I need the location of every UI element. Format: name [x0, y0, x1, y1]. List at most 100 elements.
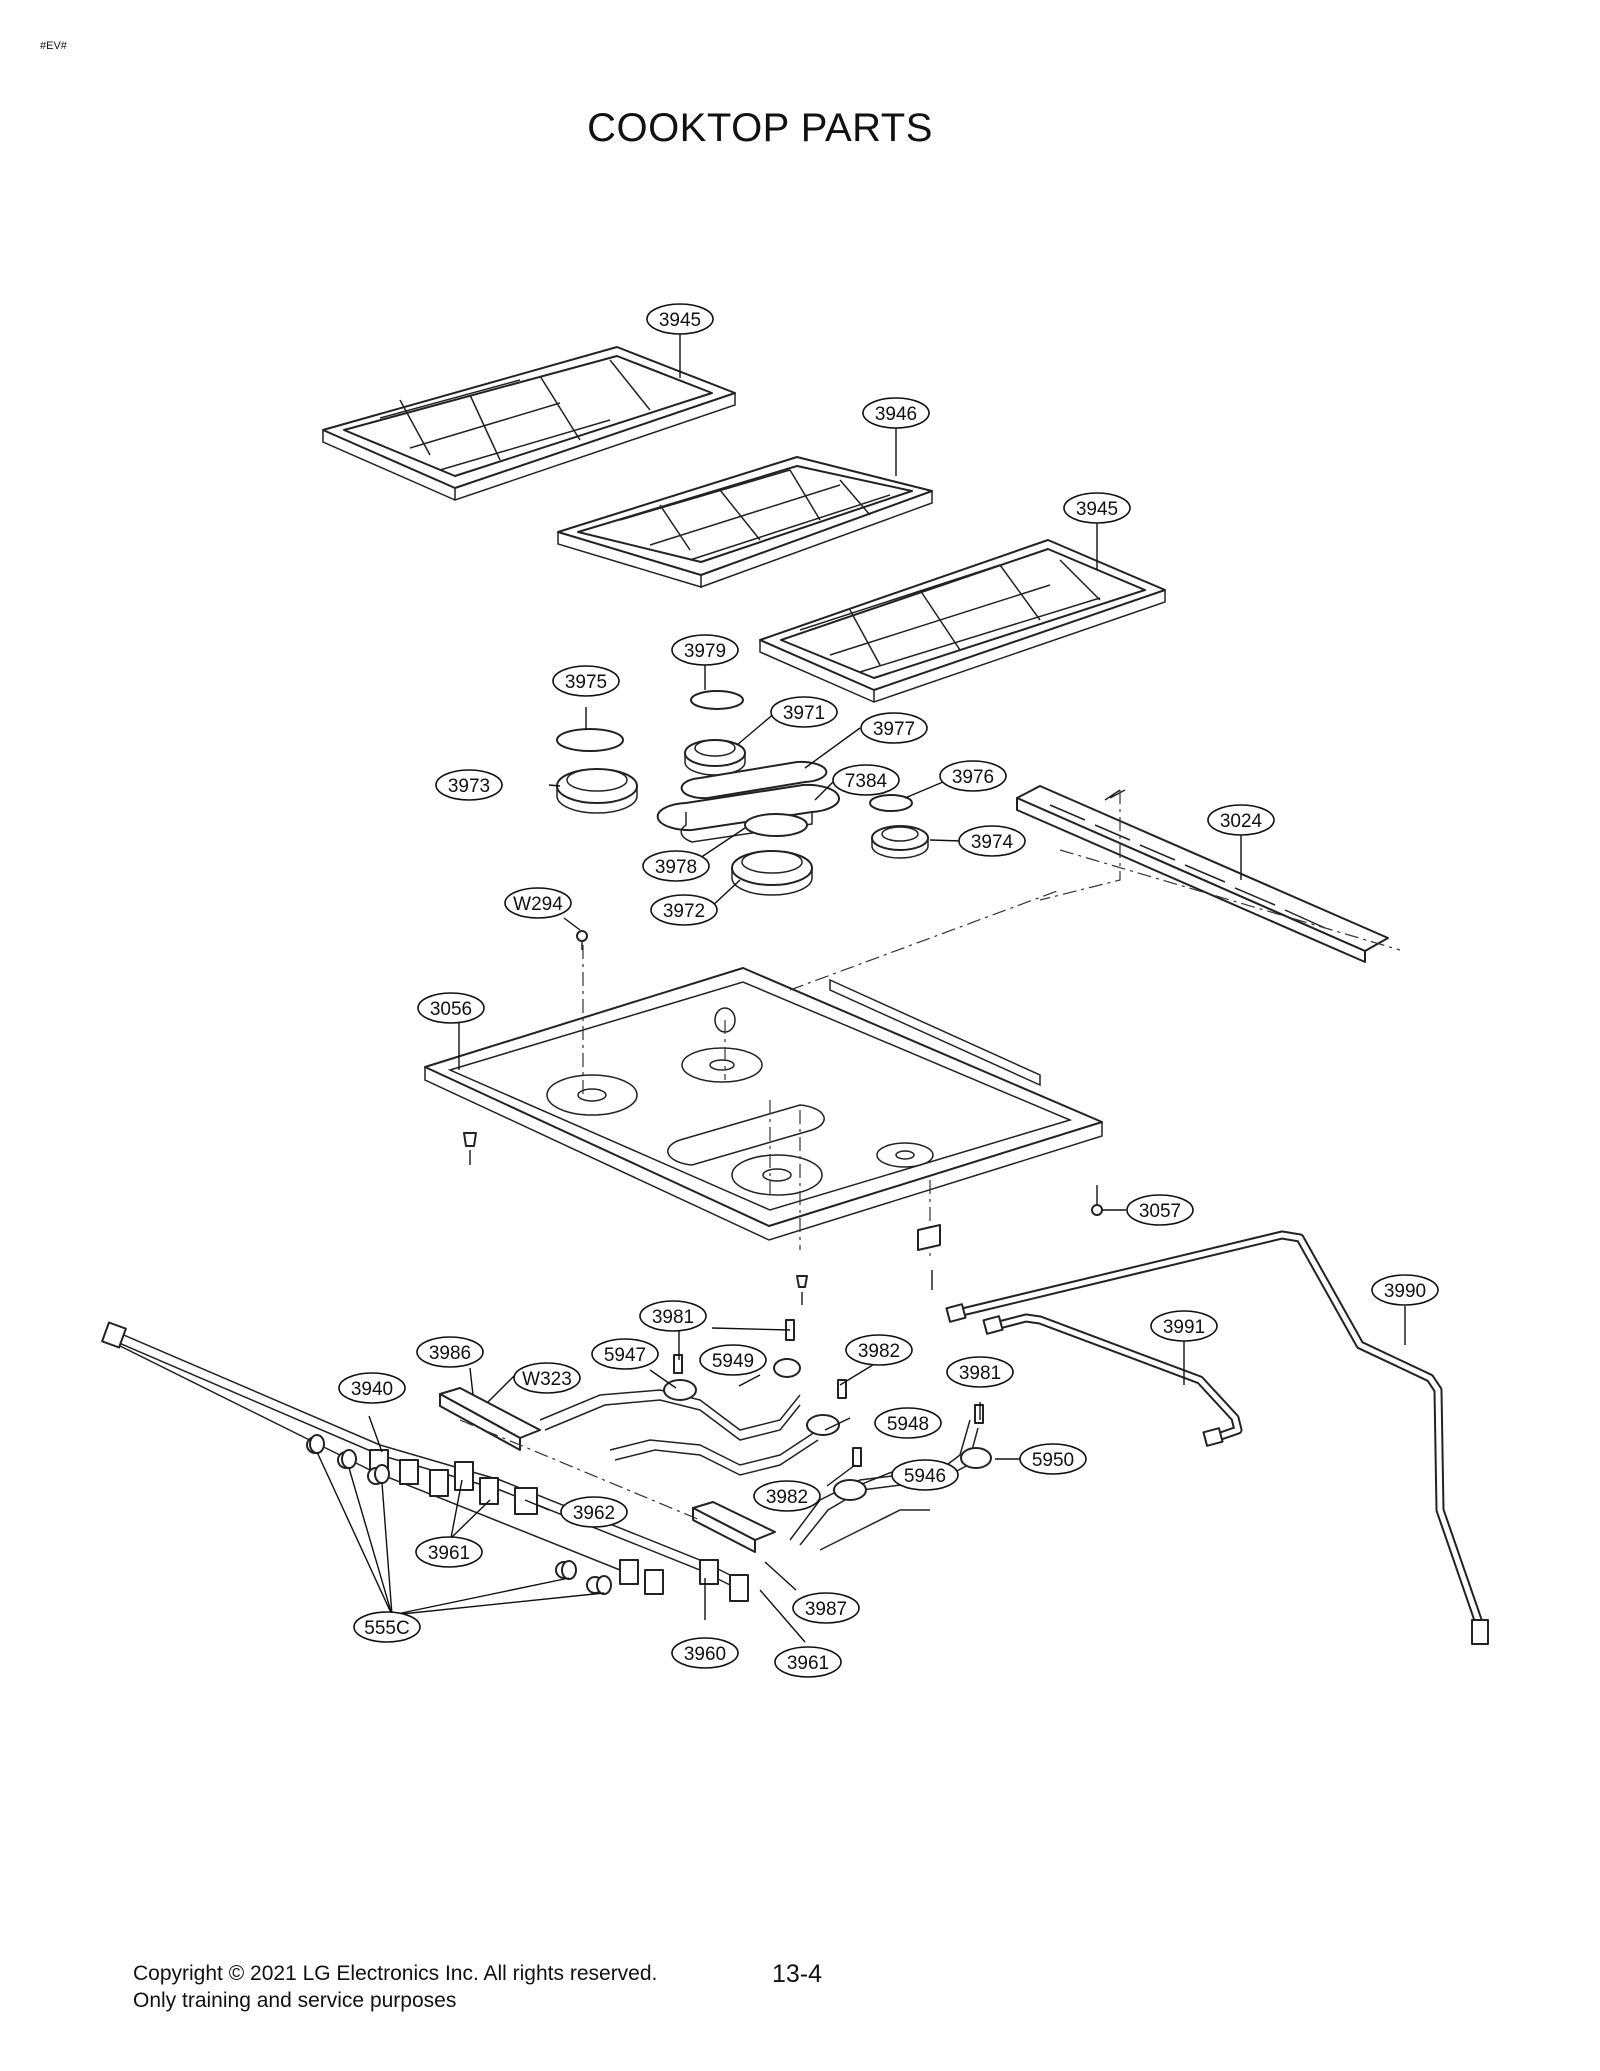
- callout-text: 3945: [1076, 499, 1118, 520]
- callout-text: 555C: [364, 1618, 409, 1639]
- callout-bubble: [845, 1334, 913, 1366]
- oval-cap-3977: [680, 760, 828, 800]
- callout-3991: 3991: [1150, 1310, 1218, 1342]
- callout-text: 3971: [783, 703, 825, 724]
- callout-text: 5946: [904, 1466, 946, 1487]
- callout-text: 3987: [805, 1599, 847, 1620]
- callout-555c: 555C: [353, 1611, 421, 1643]
- valve-alignment-line: [459, 1419, 701, 1521]
- foot-pads: [463, 1132, 941, 1305]
- callout-w323: W323: [513, 1362, 581, 1394]
- callout-bubble: [1019, 1443, 1087, 1475]
- thermocouple-discs-555c: [309, 1434, 612, 1595]
- burner-3972: [731, 850, 813, 896]
- callout-3971: 3971: [770, 696, 838, 728]
- callout-text: 3945: [659, 310, 701, 331]
- burner-cap-3979: [690, 690, 744, 710]
- callout-3024: 3024: [1207, 804, 1275, 836]
- callout-text: W323: [522, 1369, 572, 1390]
- valves-row: [306, 1436, 749, 1602]
- burner-cap-3978: [744, 813, 808, 837]
- callout-bubble: [1371, 1274, 1439, 1306]
- callout-bubble: [639, 1300, 707, 1332]
- callout-text: 3024: [1220, 811, 1263, 832]
- callout-3990: 3990: [1371, 1274, 1439, 1306]
- callout-text: 3981: [652, 1307, 694, 1328]
- screw-3057: [1091, 1185, 1103, 1216]
- bracket-3987: [692, 1501, 776, 1553]
- callout-bubble: [353, 1611, 421, 1643]
- callout-text: 3946: [875, 404, 917, 425]
- callout-bubble: [1150, 1310, 1218, 1342]
- callout-bubble: [415, 1536, 483, 1568]
- callout-bubble: [642, 850, 710, 882]
- callout-bubble: [671, 1637, 739, 1669]
- callout-bubble: [770, 696, 838, 728]
- callout-3978: 3978: [642, 850, 710, 882]
- callout-bubble: [671, 634, 739, 666]
- gas-tube-3991: [982, 1313, 1243, 1447]
- burner-cap-3975: [556, 728, 624, 752]
- callout-3975: 3975: [552, 665, 620, 697]
- callout-bubble: [958, 825, 1026, 857]
- oval-burner-7384: [656, 783, 840, 843]
- grate-right-3945: [759, 539, 1166, 704]
- callout-text: 3977: [873, 719, 915, 740]
- callout-7384: 7384: [832, 764, 900, 796]
- back-trim-3024: [1016, 785, 1389, 963]
- callout-text: 3976: [952, 767, 994, 788]
- callout-bubble: [513, 1362, 581, 1394]
- callout-text: 5950: [1032, 1450, 1074, 1471]
- grate-left-3945: [322, 346, 736, 502]
- grate-middle-3946: [557, 456, 933, 589]
- callout-text: 3986: [429, 1343, 471, 1364]
- callout-3986: 3986: [416, 1336, 484, 1368]
- page-title: COOKTOP PARTS: [587, 106, 933, 150]
- callout-text: 3961: [428, 1543, 470, 1564]
- callout-text: 7384: [845, 771, 888, 792]
- callout-bubble: [435, 769, 503, 801]
- callout-text: 3962: [573, 1503, 615, 1524]
- callout-text: W294: [513, 894, 563, 915]
- callout-bubble: [699, 1344, 767, 1376]
- callout-3962: 3962: [560, 1496, 628, 1528]
- callout-bubble: [862, 397, 930, 429]
- callout-bubble: [1207, 804, 1275, 836]
- gas-tube-3990: [945, 1230, 1489, 1645]
- callout-3960: 3960: [671, 1637, 739, 1669]
- callout-5950: 5950: [1019, 1443, 1087, 1475]
- callout-3981: 3981: [639, 1300, 707, 1332]
- footer-line-copyright: Copyright © 2021 LG Electronics Inc. All…: [133, 1962, 658, 1985]
- callout-bubble: [860, 712, 928, 744]
- callout-3973: 3973: [435, 769, 503, 801]
- callout-bubble: [946, 1356, 1014, 1388]
- callout-text: 3981: [959, 1363, 1001, 1384]
- callout-bubble: [591, 1338, 659, 1370]
- callout-text: 3979: [684, 641, 726, 662]
- callout-bubble: [646, 303, 714, 335]
- orifice-holders: [663, 1319, 992, 1501]
- callout-5947: 5947: [591, 1338, 659, 1370]
- callout-3976: 3976: [939, 760, 1007, 792]
- callout-leaders: [316, 330, 1406, 1643]
- callout-bubble: [939, 760, 1007, 792]
- callout-text: 3940: [351, 1379, 393, 1400]
- callout-text: 3975: [565, 672, 607, 693]
- callout-text: 5948: [887, 1414, 929, 1435]
- callout-3946: 3946: [862, 397, 930, 429]
- callout-text: 3972: [663, 901, 705, 922]
- callout-bubble: [1126, 1194, 1194, 1226]
- callout-3940: 3940: [338, 1372, 406, 1404]
- trim-alignment-line: [1039, 790, 1401, 951]
- callout-bubble: [891, 1459, 959, 1491]
- callout-text: 3961: [787, 1653, 829, 1674]
- callout-5948: 5948: [874, 1407, 942, 1439]
- callout-5946: 5946: [891, 1459, 959, 1491]
- callout-labels: 3945 3946 3945 3979 3975 3971 3977 3973 7384 3976…: [338, 303, 1439, 1678]
- callout-text: 3974: [971, 832, 1014, 853]
- callout-w294: W294: [504, 887, 572, 919]
- callout-text: 3982: [766, 1487, 808, 1508]
- callout-text: 3056: [430, 999, 472, 1020]
- callout-3982: 3982: [753, 1480, 821, 1512]
